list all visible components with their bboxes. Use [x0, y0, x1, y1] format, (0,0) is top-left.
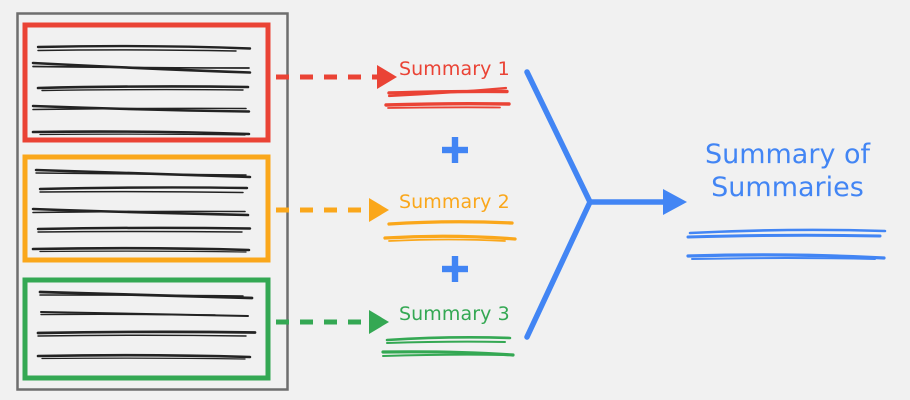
final-title-line-2: Summaries [711, 172, 864, 204]
final-title-line-1: Summary of [704, 139, 871, 170]
summary-of-summaries-title: Summary of Summaries [680, 138, 895, 204]
summary-1-underlines [384, 86, 511, 109]
map-arrow-chunk-3 [276, 310, 389, 334]
summary-2-label: Summary 2 [399, 191, 510, 213]
source-document-container [16, 12, 289, 391]
map-arrow-chunk-2 [276, 198, 389, 222]
document-chunk-1[interactable] [22, 22, 271, 143]
chunk-1-text-lines [31, 44, 252, 136]
chunk-1-border [22, 22, 271, 143]
final-output-underlines [686, 228, 887, 260]
plus-1-plus-icon [442, 137, 468, 163]
merge-output-arrowhead [663, 189, 687, 215]
chunk-3-text-lines [36, 290, 257, 360]
document-chunk-2[interactable] [22, 154, 271, 263]
chunk-3-border [22, 277, 271, 381]
plus-2-plus-icon [442, 256, 468, 282]
summary-2-underlines [383, 220, 517, 242]
summary-3-label: Summary 3 [399, 303, 510, 325]
map-arrow-chunk-1 [276, 65, 397, 89]
chunk-2-border [22, 154, 271, 263]
summary-1-label: Summary 1 [399, 58, 510, 80]
merge-connector [524, 69, 687, 340]
document-chunk-3[interactable] [22, 277, 271, 381]
summary-3-underlines [381, 336, 515, 357]
chunk-2-text-lines [31, 168, 252, 253]
